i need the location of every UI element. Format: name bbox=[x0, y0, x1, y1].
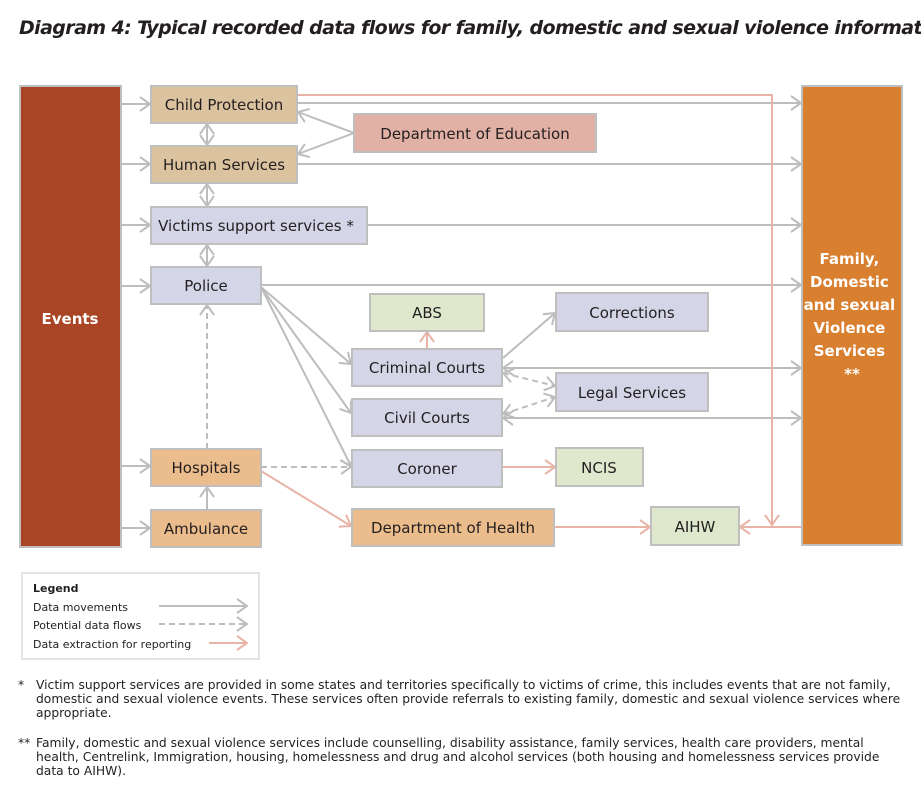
svg-text:Department of Education: Department of Education bbox=[380, 125, 569, 143]
node-coroner: Coroner bbox=[351, 449, 503, 488]
node-corrections: Corrections bbox=[555, 292, 709, 332]
svg-text:Legal Services: Legal Services bbox=[578, 384, 686, 402]
legend: Legend Data movements Potential data flo… bbox=[21, 572, 260, 660]
svg-text:Human Services: Human Services bbox=[163, 156, 285, 174]
svg-text:Department of Health: Department of Health bbox=[371, 519, 535, 537]
legend-title: Legend bbox=[33, 582, 79, 595]
svg-text:NCIS: NCIS bbox=[581, 459, 617, 477]
svg-text:Ambulance: Ambulance bbox=[164, 520, 248, 538]
node-legal-services: Legal Services bbox=[555, 372, 709, 412]
node-criminal-courts: Criminal Courts bbox=[351, 348, 503, 387]
node-victims-support: Victims support services * bbox=[150, 206, 368, 245]
svg-text:Child Protection: Child Protection bbox=[165, 96, 284, 114]
footnote-victims: *Victim support services are provided in… bbox=[18, 678, 901, 720]
svg-text:Civil Courts: Civil Courts bbox=[384, 409, 470, 427]
node-fdsv-services: Family, Domestic and sexual Violence Ser… bbox=[801, 85, 903, 546]
connectors bbox=[121, 94, 802, 528]
node-ambulance: Ambulance bbox=[150, 509, 262, 548]
legend-data-movements: Data movements bbox=[33, 601, 128, 614]
svg-text:Family, Domestic: Family, Domestic and sexual Violence Ser… bbox=[804, 250, 901, 383]
legend-extraction: Data extraction for reporting bbox=[33, 638, 192, 651]
node-police: Police bbox=[150, 266, 262, 305]
svg-text:Events: Events bbox=[42, 310, 99, 328]
svg-text:Criminal Courts: Criminal Courts bbox=[369, 359, 485, 377]
node-aihw: AIHW bbox=[650, 506, 740, 546]
footnote-services: **Family, domestic and sexual violence s… bbox=[18, 736, 880, 778]
node-hospitals: Hospitals bbox=[150, 448, 262, 487]
diagram-title: Diagram 4: Typical recorded data flows f… bbox=[19, 17, 921, 39]
svg-text:Corrections: Corrections bbox=[589, 304, 675, 322]
node-department-of-education: Department of Education bbox=[353, 113, 597, 153]
node-civil-courts: Civil Courts bbox=[351, 398, 503, 437]
svg-text:Hospitals: Hospitals bbox=[171, 459, 240, 477]
node-department-of-health: Department of Health bbox=[351, 508, 555, 547]
legend-potential-flows: Potential data flows bbox=[33, 619, 142, 632]
svg-text:Victims support services *: Victims support services * bbox=[158, 217, 354, 235]
node-child-protection: Child Protection bbox=[150, 85, 298, 124]
node-ncis: NCIS bbox=[555, 447, 644, 487]
svg-text:Police: Police bbox=[184, 277, 228, 295]
legend-swatches bbox=[159, 572, 260, 660]
node-abs: ABS bbox=[369, 293, 485, 332]
node-events: Events bbox=[19, 85, 122, 548]
node-human-services: Human Services bbox=[150, 145, 298, 184]
svg-text:AIHW: AIHW bbox=[675, 518, 716, 536]
svg-text:Coroner: Coroner bbox=[397, 460, 457, 478]
svg-text:ABS: ABS bbox=[412, 304, 442, 322]
